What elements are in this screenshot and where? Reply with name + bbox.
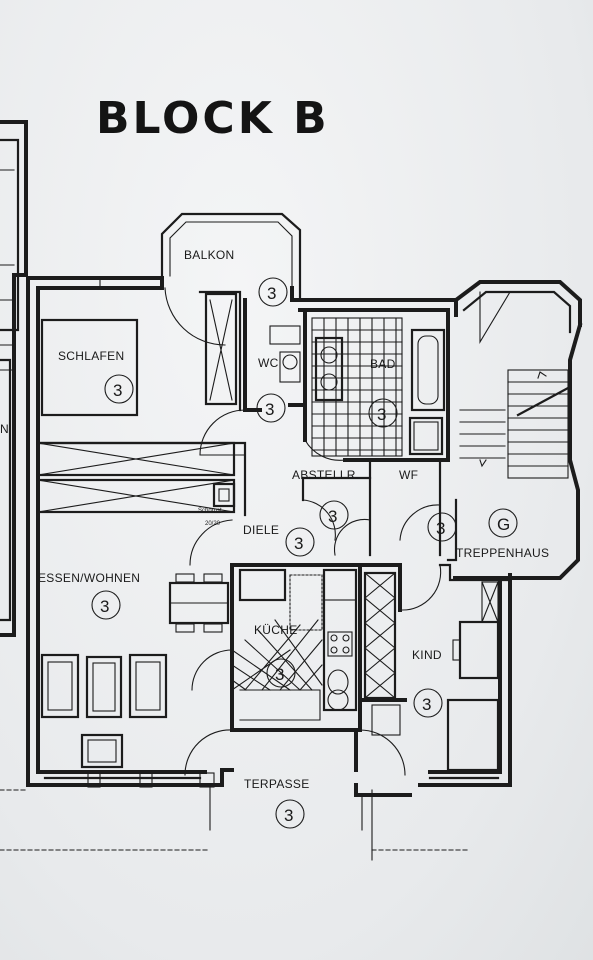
room-label-kuche: KÜCHE (254, 623, 298, 637)
kind-furniture (371, 581, 500, 772)
marker-terrasse: 3 (275, 799, 305, 829)
room-label-essen: ESSEN/WOHNEN (38, 571, 140, 585)
svg-text:3: 3 (377, 405, 386, 424)
interior-walls (36, 290, 512, 732)
wc-fixtures (269, 325, 301, 383)
marker-essen: 3 (91, 590, 121, 620)
marker-diele: 3 (285, 527, 315, 557)
svg-text:3: 3 (100, 597, 109, 616)
chimney: Schornst. 20/20 (198, 482, 236, 527)
svg-text:G: G (497, 515, 510, 534)
room-label-treppenhaus: TREPPENHAUS (456, 546, 549, 560)
marker-wf: 3 (427, 512, 457, 542)
door-swings (184, 409, 442, 776)
living-seating (40, 653, 168, 769)
chimney-size: 20/20 (205, 521, 221, 527)
svg-text:3: 3 (436, 519, 445, 538)
svg-text:3: 3 (284, 806, 293, 825)
marker-kind: 3 (413, 688, 443, 718)
svg-text:3: 3 (267, 284, 276, 303)
svg-text:3: 3 (113, 381, 122, 400)
svg-text:3: 3 (265, 400, 274, 419)
dining-set (168, 573, 230, 633)
room-label-diele: DIELE (243, 523, 279, 537)
kitchen-fixtures (231, 568, 397, 721)
marker-bad: 3 (368, 398, 398, 428)
outer-walls (26, 276, 512, 797)
bathroom-fixtures (304, 317, 446, 461)
marker-schlafen: 3 (104, 374, 134, 404)
neighbour-building: N (0, 120, 28, 637)
room-label-wc: WC (258, 356, 279, 370)
marker-wc: 3 (256, 393, 286, 423)
marker-treppenhaus: G (488, 508, 518, 538)
balcony (99, 212, 302, 346)
svg-text:3: 3 (328, 507, 337, 526)
windows-bottom (0, 772, 500, 861)
marker-balkon: 3 (258, 277, 288, 307)
marker-kuche: 3 (266, 658, 296, 688)
plan-title: BLOCK B (96, 93, 330, 144)
svg-text:3: 3 (294, 534, 303, 553)
room-label-terrasse: TERPASSE (244, 777, 310, 791)
svg-text:3: 3 (275, 665, 284, 684)
chimney-label: Schornst. (198, 508, 224, 514)
room-label-wf: WF (399, 468, 418, 482)
bed (40, 318, 139, 417)
stairwell (446, 280, 583, 580)
edge-letter: N (0, 422, 9, 436)
marker-abstellr: 3 (319, 500, 349, 530)
svg-text:3: 3 (422, 695, 431, 714)
room-label-bad: BAD (370, 357, 396, 371)
room-labels: BALKON SCHLAFEN WC BAD ABSTELLR. WF TREP… (38, 248, 549, 791)
room-markers: 3 3 3 3 3 3 G 3 3 3 3 3 (91, 277, 518, 829)
room-label-abstellr: ABSTELLR. (292, 468, 359, 482)
room-label-kind: KIND (412, 648, 442, 662)
room-label-balkon: BALKON (184, 248, 235, 262)
room-label-schlafen: SCHLAFEN (58, 349, 124, 363)
